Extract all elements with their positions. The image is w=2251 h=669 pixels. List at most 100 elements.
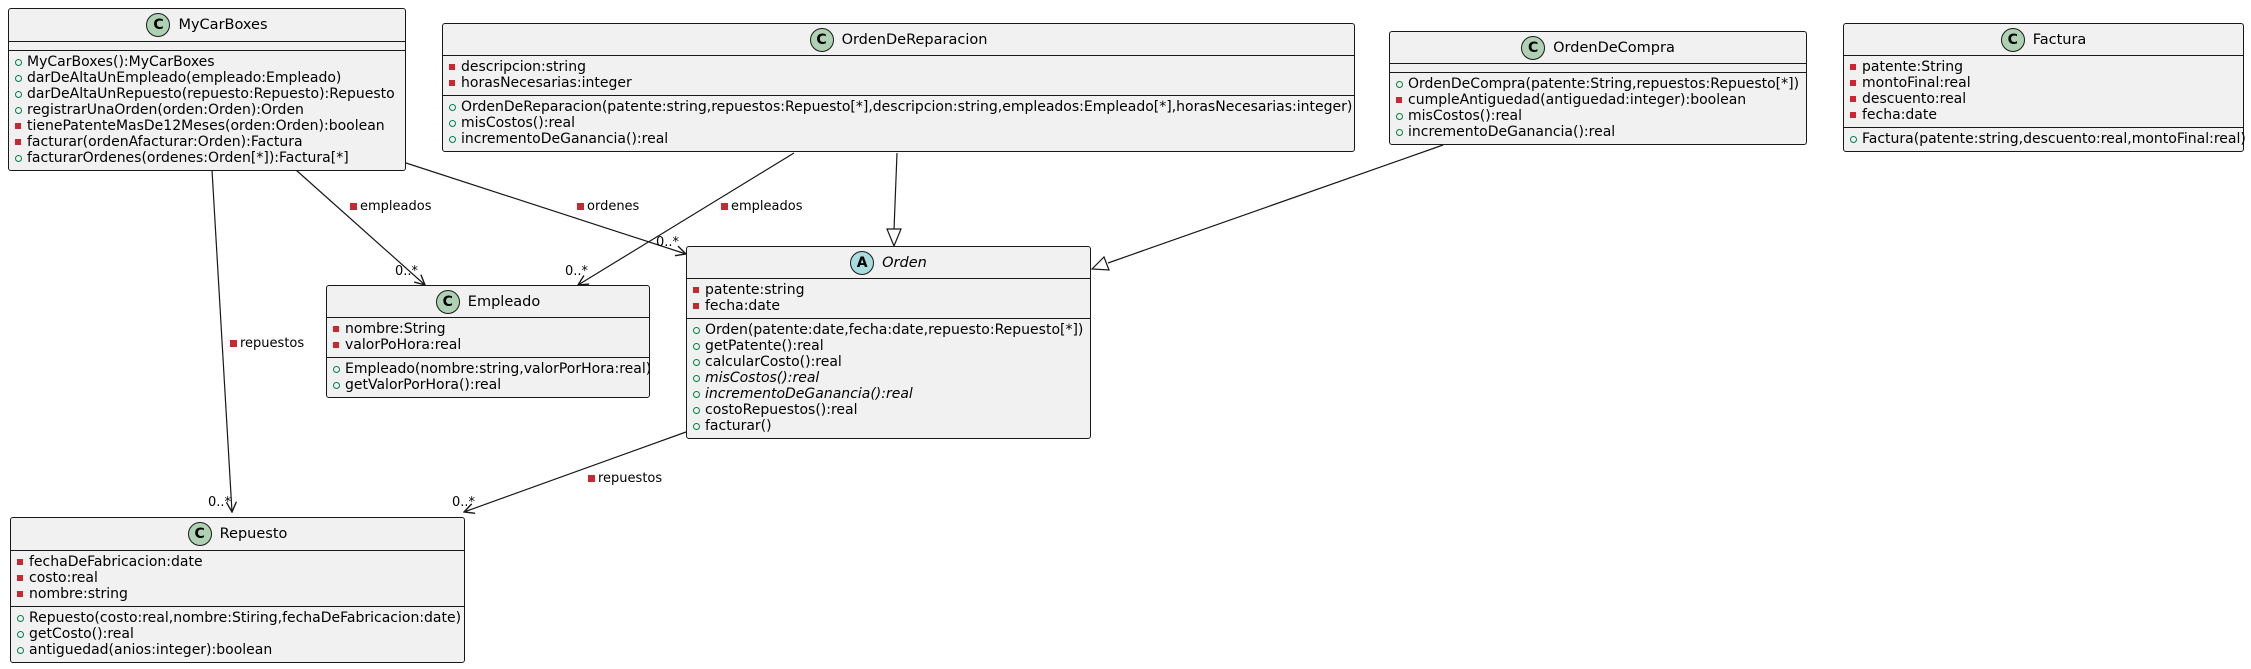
private-visibility-icon: [449, 64, 461, 70]
class-stereotype-icon: C: [1521, 35, 1546, 60]
attribute-text: costo:real: [29, 570, 98, 586]
private-visibility-icon: [1850, 96, 1862, 102]
attribute-row: fecha:date: [1850, 107, 2237, 123]
private-visibility-icon: [17, 559, 29, 565]
private-marker: [230, 340, 237, 347]
method-text: Factura(patente:string,descuento:real,mo…: [1862, 131, 2246, 147]
attribute-text: patente:string: [705, 282, 805, 298]
public-visibility-icon: [449, 120, 461, 127]
method-row: getValorPorHora():real: [333, 377, 643, 393]
public-visibility-icon: [693, 407, 705, 414]
public-visibility-icon: [693, 375, 705, 382]
public-visibility-icon: [1396, 129, 1408, 136]
method-text: incrementoDeGanancia():real: [1408, 124, 1616, 140]
attributes-section: [9, 41, 405, 50]
methods-section: OrdenDeCompra(patente:String,repuestos:R…: [1390, 72, 1806, 144]
public-visibility-icon: [1396, 113, 1408, 120]
public-visibility-icon: [693, 343, 705, 350]
method-row: cumpleAntiguedad(antiguedad:integer):boo…: [1396, 92, 1800, 108]
public-visibility-icon: [15, 107, 27, 114]
attribute-text: fecha:date: [705, 298, 780, 314]
attribute-row: fecha:date: [693, 298, 1084, 314]
inherit-ordendereparacion-orden: [893, 152, 898, 231]
class-header: C Repuesto: [11, 518, 464, 550]
role-text: repuestos: [240, 336, 305, 351]
method-text: Repuesto(costo:real,nombre:Stiring,fecha…: [29, 610, 462, 626]
public-visibility-icon: [15, 155, 27, 162]
method-text: calcularCosto():real: [705, 354, 842, 370]
method-text: OrdenDeCompra(patente:String,repuestos:R…: [1408, 76, 1800, 92]
assoc-ordendereparacion-empleado: [578, 152, 795, 285]
private-visibility-icon: [1850, 64, 1862, 70]
method-row: OrdenDeReparacion(patente:string,repuest…: [449, 99, 1352, 115]
private-visibility-icon: [333, 342, 345, 348]
method-row: Orden(patente:date,fecha:date,repuesto:R…: [693, 322, 1084, 338]
multiplicity-empleados-ordendereparacion: 0..*: [565, 264, 589, 279]
method-text: misCostos():real: [461, 115, 575, 131]
method-text: facturar(): [705, 418, 772, 434]
method-row: registrarUnaOrden(orden:Orden):Orden: [15, 102, 399, 118]
private-marker: [588, 475, 595, 482]
inherit-ordendecompra-orden: [1107, 144, 1444, 264]
class-ordendecompra[interactable]: C OrdenDeCompra OrdenDeCompra(patente:St…: [1389, 31, 1807, 145]
role-text: empleados: [360, 199, 432, 214]
public-visibility-icon: [693, 391, 705, 398]
method-text: getCosto():real: [29, 626, 134, 642]
role-text: ordenes: [587, 199, 640, 214]
method-text: darDeAltaUnRepuesto(repuesto:Repuesto):R…: [27, 86, 395, 102]
assoc-mycarboxes-repuesto: [211, 169, 232, 512]
method-text: antiguedad(anios:integer):boolean: [29, 642, 273, 658]
methods-section: Factura(patente:string,descuento:real,mo…: [1844, 127, 2246, 151]
method-row: misCostos():real: [693, 370, 1084, 386]
role-text: repuestos: [598, 471, 663, 486]
method-text: darDeAltaUnEmpleado(empleado:Empleado): [27, 70, 342, 86]
private-marker: [577, 203, 584, 210]
attribute-row: costo:real: [17, 570, 458, 586]
method-row: getPatente():real: [693, 338, 1084, 354]
class-name: Factura: [2032, 31, 2087, 48]
inherit-triangle-ordendereparacion: [886, 228, 902, 248]
method-row: Factura(patente:string,descuento:real,mo…: [1850, 131, 2246, 147]
assoc-mycarboxes-orden: [405, 162, 686, 254]
public-visibility-icon: [449, 104, 461, 111]
method-text: facturar(ordenAfacturar:Orden):Factura: [27, 134, 303, 150]
public-visibility-icon: [1850, 136, 1862, 143]
method-row: tienePatenteMasDe12Meses(orden:Orden):bo…: [15, 118, 399, 134]
method-row: getCosto():real: [17, 626, 458, 642]
method-row: facturarOrdenes(ordenes:Orden[*]):Factur…: [15, 150, 399, 166]
method-row: misCostos():real: [1396, 108, 1800, 124]
role-label-empleados-mycarboxes: empleados: [350, 199, 431, 214]
attribute-row: nombre:String: [333, 321, 643, 337]
attribute-row: nombre:string: [17, 586, 458, 602]
method-text: MyCarBoxes():MyCarBoxes: [27, 54, 215, 70]
class-name: OrdenDeCompra: [1553, 39, 1675, 56]
private-visibility-icon: [15, 123, 27, 129]
attribute-text: descripcion:string: [461, 59, 586, 75]
assoc-orden-repuesto: [464, 431, 687, 512]
method-text: getValorPorHora():real: [345, 377, 502, 393]
class-stereotype-icon: C: [809, 27, 834, 52]
public-visibility-icon: [15, 75, 27, 82]
method-text: Orden(patente:date,fecha:date,repuesto:R…: [705, 322, 1084, 338]
method-row: facturar(): [693, 418, 1084, 434]
method-text: tienePatenteMasDe12Meses(orden:Orden):bo…: [27, 118, 385, 134]
methods-section: Empleado(nombre:string,valorPorHora:real…: [327, 357, 651, 397]
methods-section: Repuesto(costo:real,nombre:Stiring,fecha…: [11, 606, 464, 662]
attribute-text: valorPoHora:real: [345, 337, 462, 353]
method-row: misCostos():real: [449, 115, 1348, 131]
class-header: A Orden: [687, 247, 1090, 278]
public-visibility-icon: [17, 615, 29, 622]
method-row: antiguedad(anios:integer):boolean: [17, 642, 458, 658]
method-row: OrdenDeCompra(patente:String,repuestos:R…: [1396, 76, 1800, 92]
multiplicity-repuestos-mycarboxes: 0..*: [208, 495, 232, 510]
